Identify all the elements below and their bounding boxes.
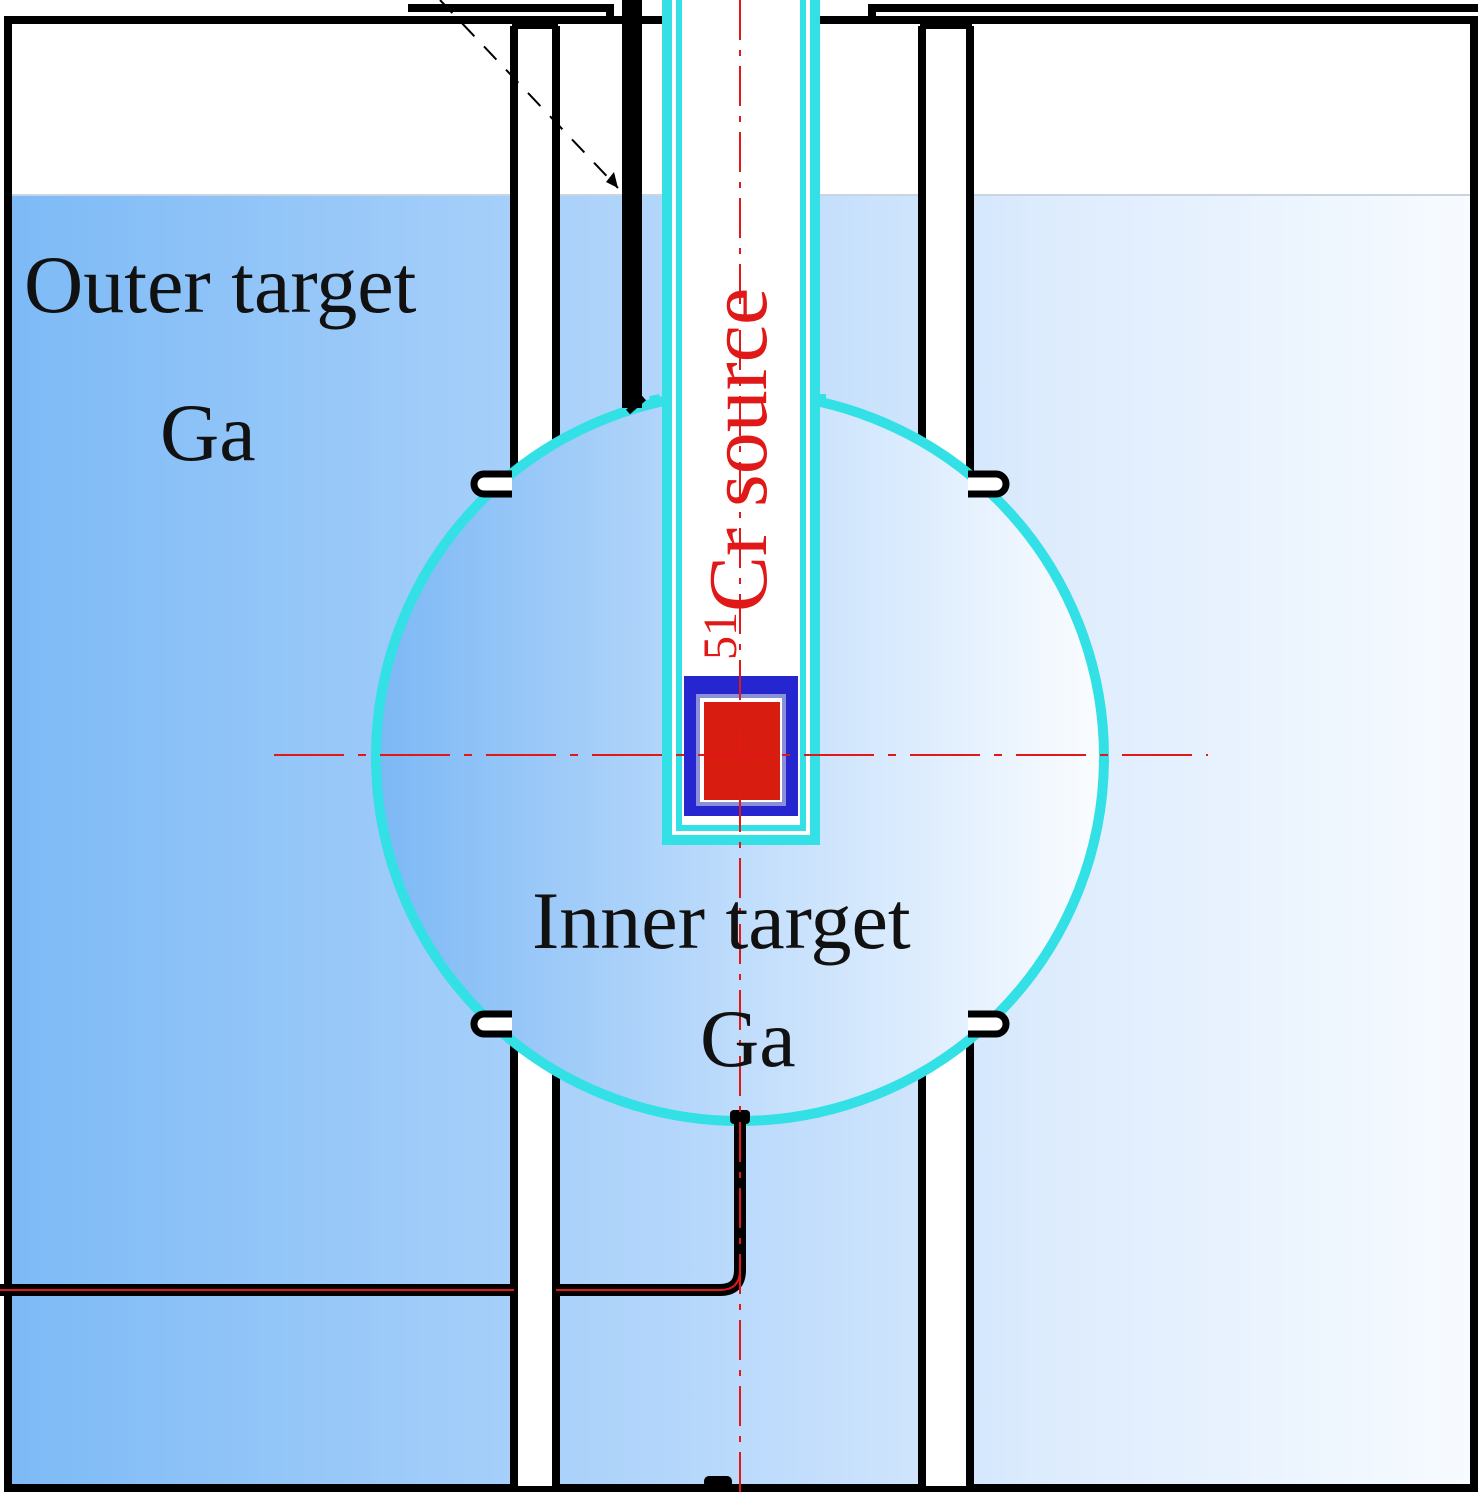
svg-text:51Cr source: 51Cr source [692,288,785,660]
fill-tube [622,0,661,415]
guide-arrow-icon [606,172,618,188]
cr-source-label: 51Cr source [692,288,785,660]
source-name: Cr source [692,288,785,612]
inner-ga-label: Ga [700,993,796,1084]
mounting-lugs [470,470,1010,1038]
source-mass-number: 51 [694,612,747,660]
guide-dashed-line [439,0,619,189]
inner-target-label: Inner target [532,875,911,966]
outer-ga-label: Ga [160,387,256,478]
source-core [704,702,780,800]
outer-target-label: Outer target [24,239,417,330]
